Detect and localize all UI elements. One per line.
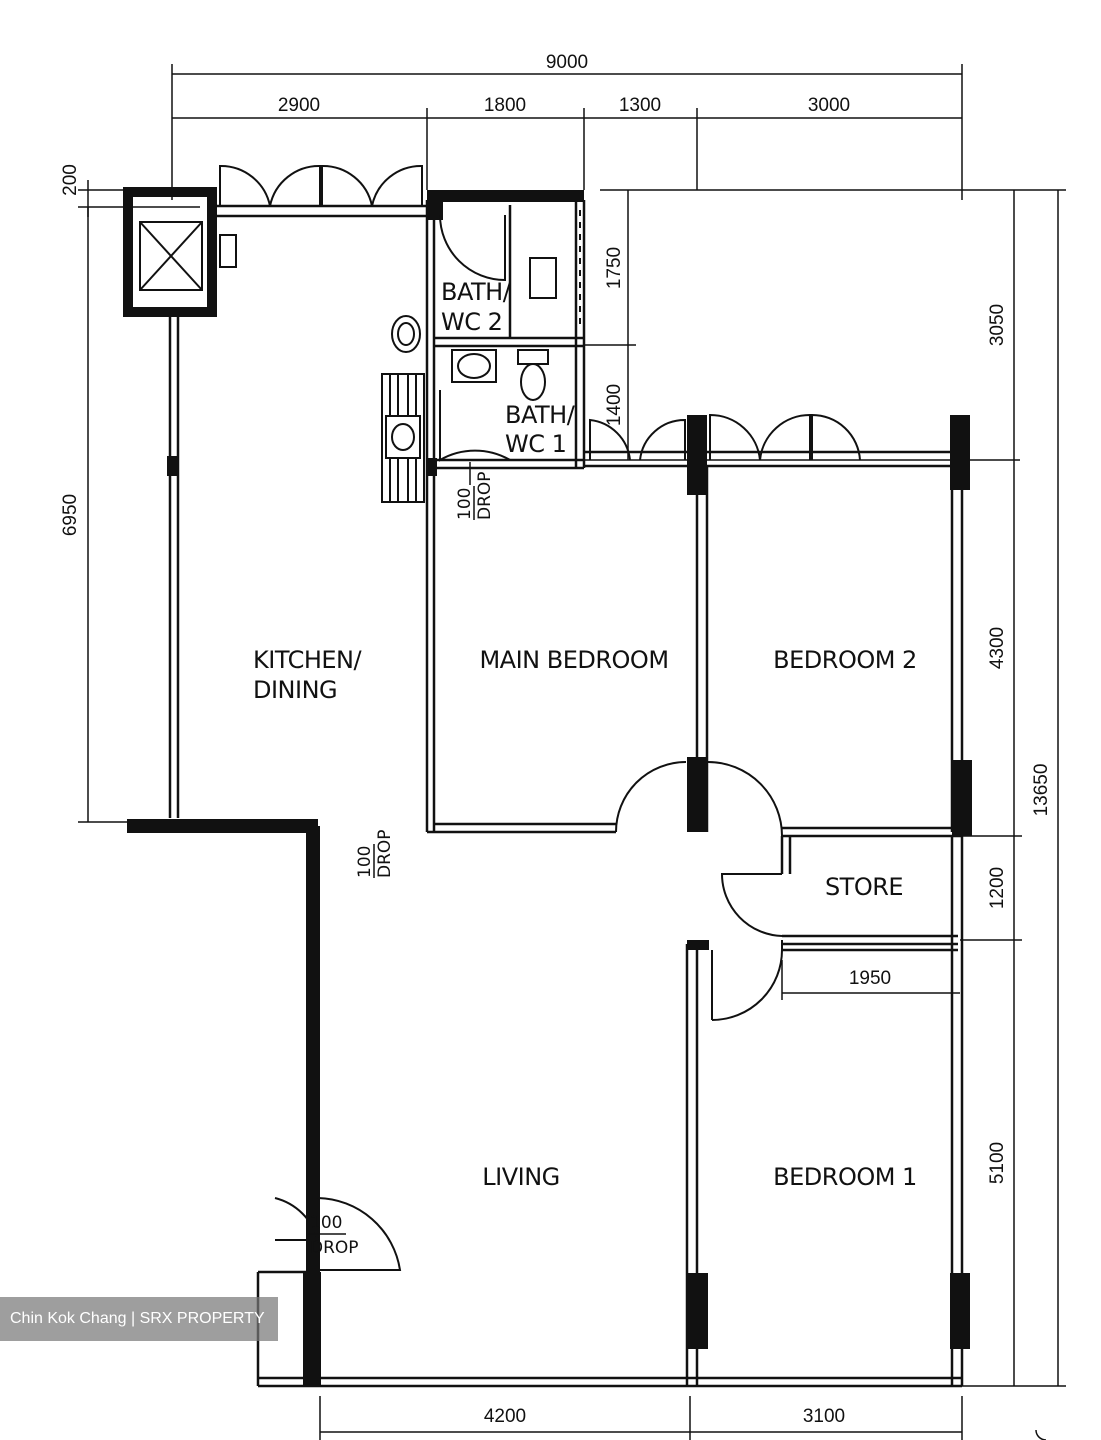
drop-kitchen: 100 DROP: [355, 829, 395, 878]
dim-top-1: 2900: [278, 95, 320, 116]
dim-bedroom1-depth: 5100: [987, 1142, 1008, 1184]
walls: [127, 190, 972, 1388]
room-store: STORE: [825, 873, 903, 901]
drop-bath-value: 100: [455, 488, 475, 520]
dim-bottom-1: 4200: [484, 1406, 526, 1427]
room-bath-2-line2: WC 2: [441, 308, 502, 336]
dim-bath-upper: 1750: [604, 247, 625, 289]
dim-kitchen-depth: 6950: [60, 494, 81, 536]
room-living: LIVING: [482, 1163, 560, 1191]
dim-total-depth: 13650: [1031, 764, 1052, 817]
drop-entrance: 100 DROP: [308, 1213, 359, 1258]
dim-top-offset: 200: [60, 164, 81, 196]
drop-kitchen-label: DROP: [375, 829, 395, 878]
dim-total-width: 9000: [546, 52, 588, 73]
dim-bottom-2: 3100: [803, 1406, 845, 1427]
room-bath-2-line1: BATH/: [441, 278, 512, 306]
edge-fragment: [1035, 1429, 1047, 1440]
room-bath-1-line2: WC 1: [505, 430, 566, 458]
dim-right-bedroom2: 4300: [987, 627, 1008, 669]
dim-top-4: 3000: [808, 95, 850, 116]
drop-bath-label: DROP: [475, 471, 495, 520]
drop-kitchen-value: 100: [355, 846, 375, 878]
dimension-lines: [78, 64, 1066, 1440]
room-bedroom-1: BEDROOM 1: [773, 1163, 917, 1191]
room-bedroom-2: BEDROOM 2: [773, 646, 917, 674]
dim-right-upper: 3050: [987, 304, 1008, 346]
room-main-bedroom: MAIN BEDROOM: [479, 646, 668, 674]
drop-annotations: 100 DROP 100 DROP 100 DROP: [308, 462, 495, 1258]
service-shaft: [123, 187, 237, 317]
drop-entrance-value: 100: [310, 1213, 342, 1233]
dim-store-depth: 1200: [987, 867, 1008, 909]
drop-entrance-label: DROP: [310, 1238, 359, 1258]
fixtures: [381, 210, 581, 503]
drop-bath: 100 DROP: [455, 471, 495, 520]
dim-top-3: 1300: [619, 95, 661, 116]
doors: [219, 164, 861, 1271]
dim-bath-lower: 1400: [604, 384, 625, 426]
dim-store-width: 1950: [849, 968, 891, 989]
room-labels: KITCHEN/ DINING MAIN BEDROOM BEDROOM 2 S…: [253, 278, 917, 1191]
room-kitchen-line1: KITCHEN/: [253, 646, 362, 674]
watermark: Chin Kok Chang | SRX PROPERTY: [0, 1297, 278, 1341]
dim-top-2: 1800: [484, 95, 526, 116]
room-kitchen-line2: DINING: [253, 676, 337, 704]
dimension-labels: 9000 2900 1800 1300 3000 200 6950 1750 1…: [60, 52, 1052, 1427]
room-bath-1-line1: BATH/: [505, 401, 576, 429]
